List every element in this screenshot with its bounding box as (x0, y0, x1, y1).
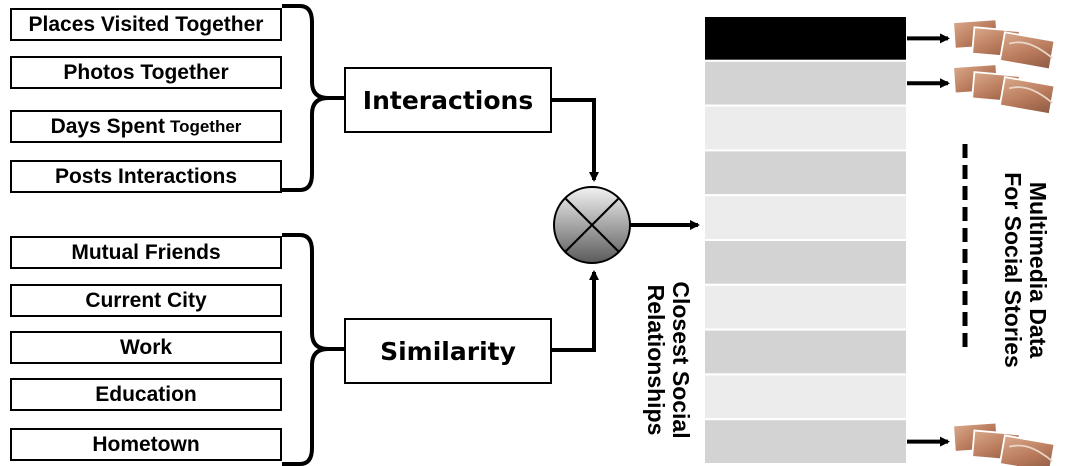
photo-stack-icon (952, 421, 1056, 466)
multiply-circle-icon (553, 186, 631, 264)
similarity-brace (282, 233, 329, 466)
interactions-brace (282, 4, 329, 192)
closest-relationships-label: Closest Social Relationships (643, 281, 694, 439)
ranking-row-7 (703, 283, 908, 331)
ranking-row-10 (703, 418, 908, 466)
ranking-row-2 (703, 59, 908, 107)
feature-days-spent-together: Days Spent Together (10, 110, 282, 143)
similarity-to-combiner-arrow (552, 270, 599, 352)
feature-work: Work (10, 331, 282, 364)
similarity-group-box: Similarity (344, 318, 552, 384)
ranking-row-9 (703, 373, 908, 421)
photo-stack-icon (952, 18, 1056, 71)
ranking-row-4 (703, 149, 908, 197)
feature-photos-together: Photos Together (10, 56, 282, 89)
feature-posts-interactions: Posts Interactions (10, 160, 282, 193)
ranking-row-6 (703, 239, 908, 286)
feature-hometown: Hometown (10, 428, 282, 461)
feature-education: Education (10, 378, 282, 411)
feature-current-city: Current City (10, 284, 282, 317)
ranking-row-5 (703, 194, 908, 241)
feature-places-visited-together: Places Visited Together (10, 8, 282, 41)
ranking-list (703, 15, 908, 466)
multimedia-links (907, 18, 1056, 466)
photo-stack-icon (952, 63, 1056, 116)
ranking-row-8 (703, 328, 908, 376)
feature-mutual-friends: Mutual Friends (10, 236, 282, 269)
ranking-row-3 (703, 104, 908, 152)
interactions-group-box: Interactions (344, 67, 552, 133)
ranking-row-1 (703, 15, 908, 62)
interactions-to-combiner-arrow (552, 98, 599, 182)
multimedia-data-label: Multimedia Data For Social Stories (1000, 172, 1051, 368)
